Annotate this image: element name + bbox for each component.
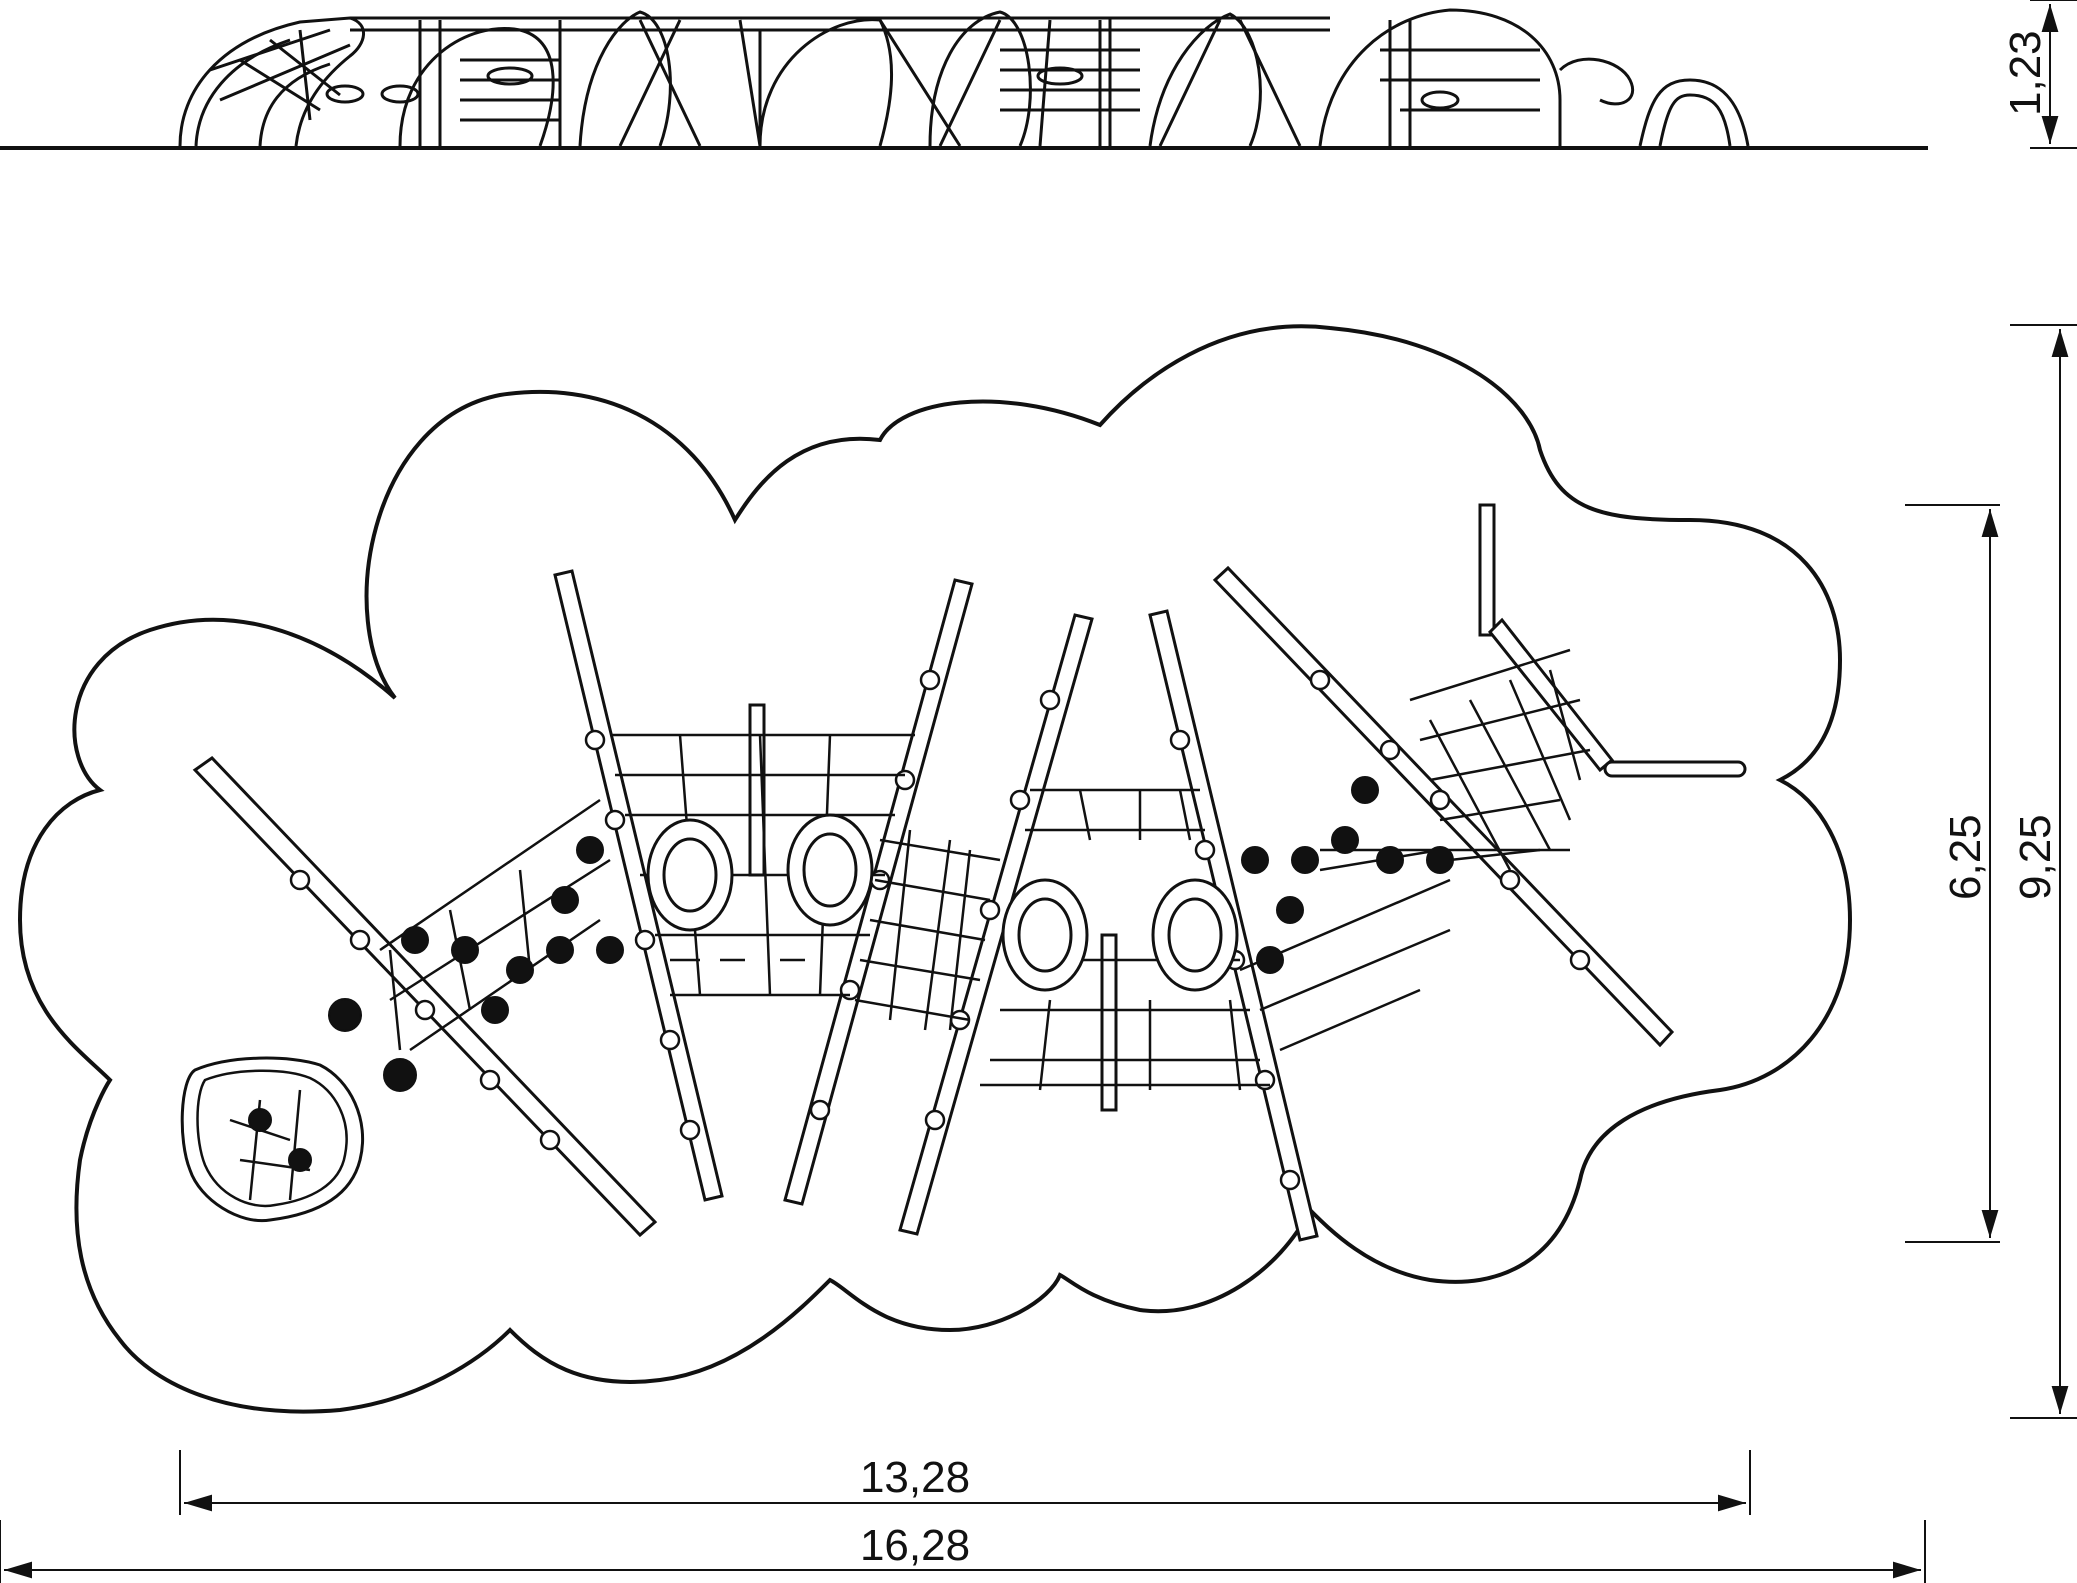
depth-inner-dim-label: 6,25 <box>1941 814 1990 900</box>
safety-surface-contour <box>17 324 1853 1414</box>
side-elevation-view: 1,23 <box>0 0 2077 150</box>
depth-outer-dim-label: 9,25 <box>2011 814 2060 900</box>
plan-view: 6,25 9,25 13,28 16,28 <box>0 324 2077 1583</box>
width-outer-dim-label: 16,28 <box>860 1521 970 1570</box>
tunnel-openings <box>646 813 1239 992</box>
width-inner-dim-label: 13,28 <box>860 1453 970 1502</box>
climbing-holds <box>248 776 1454 1172</box>
rope-nets <box>180 648 1591 1223</box>
elevation-structure <box>178 8 1750 147</box>
climbing-frame <box>192 503 1747 1242</box>
height-dim-label: 1,23 <box>2001 30 2050 116</box>
